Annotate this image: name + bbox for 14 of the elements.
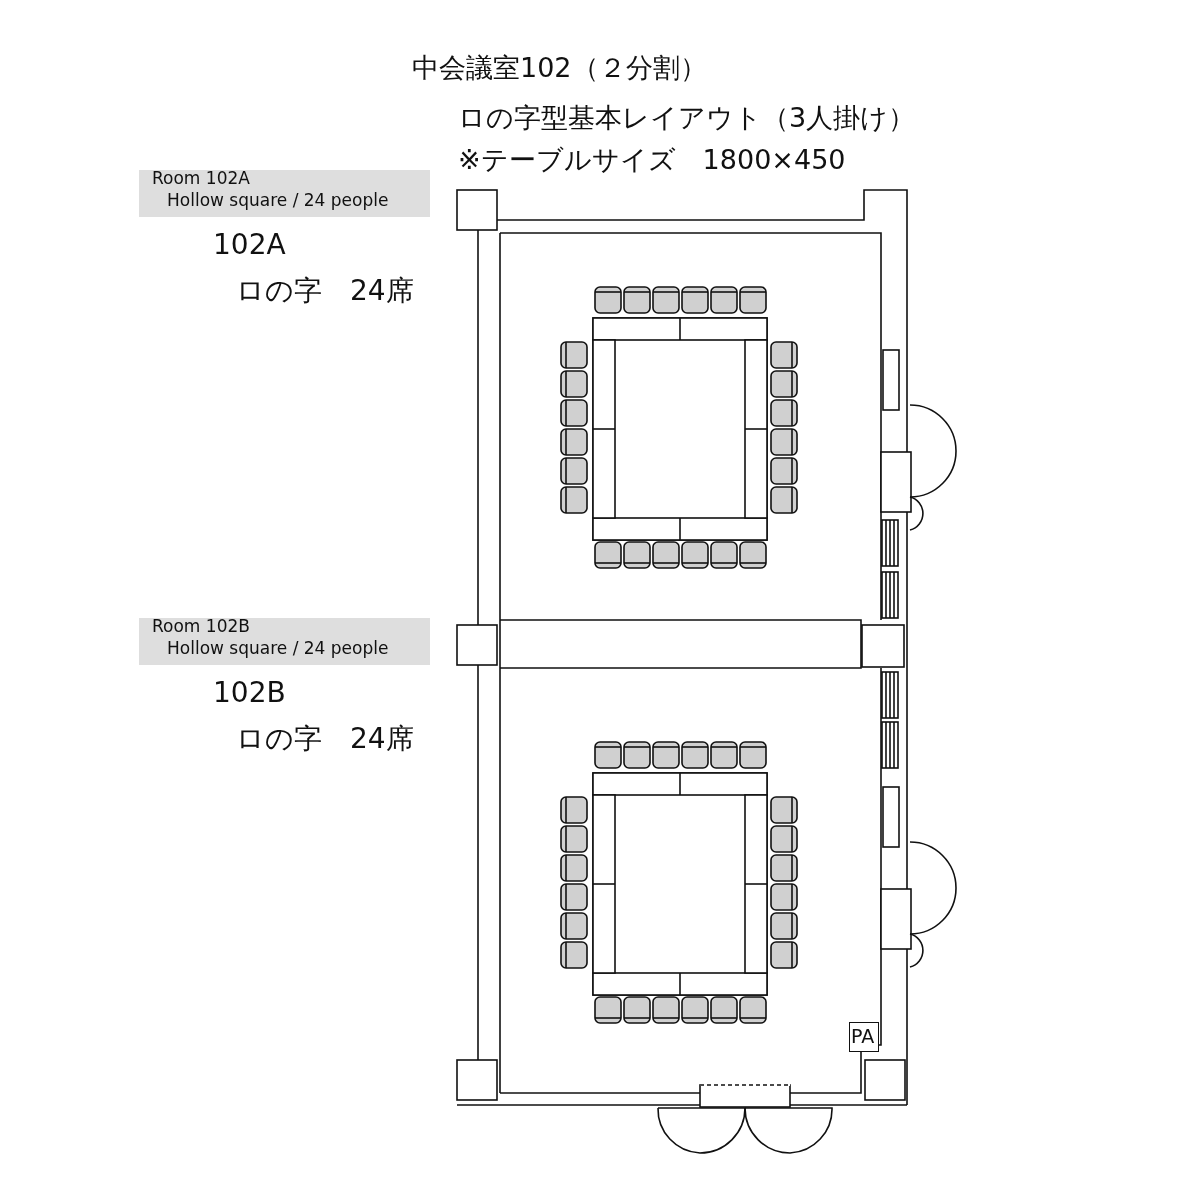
room-name: Room 102B	[152, 616, 250, 636]
room-number: 102A	[213, 228, 286, 261]
title: 中会議室102（２分割）	[412, 51, 707, 85]
room-number: 102B	[213, 676, 286, 709]
room-label-band	[139, 618, 430, 665]
equipment-code: PA	[851, 1025, 875, 1047]
subtitle: ロの字型基本レイアウト（3人掛け）	[458, 101, 916, 135]
seating-count: ロの字 24席	[236, 721, 414, 757]
room-label-band	[139, 170, 430, 217]
table-size-note: ※テーブルサイズ 1800×450	[458, 143, 846, 177]
layout-description: Hollow square / 24 people	[167, 638, 389, 658]
layout-description: Hollow square / 24 people	[167, 190, 389, 210]
seating-count: ロの字 24席	[236, 273, 414, 309]
room-name: Room 102A	[152, 168, 250, 188]
